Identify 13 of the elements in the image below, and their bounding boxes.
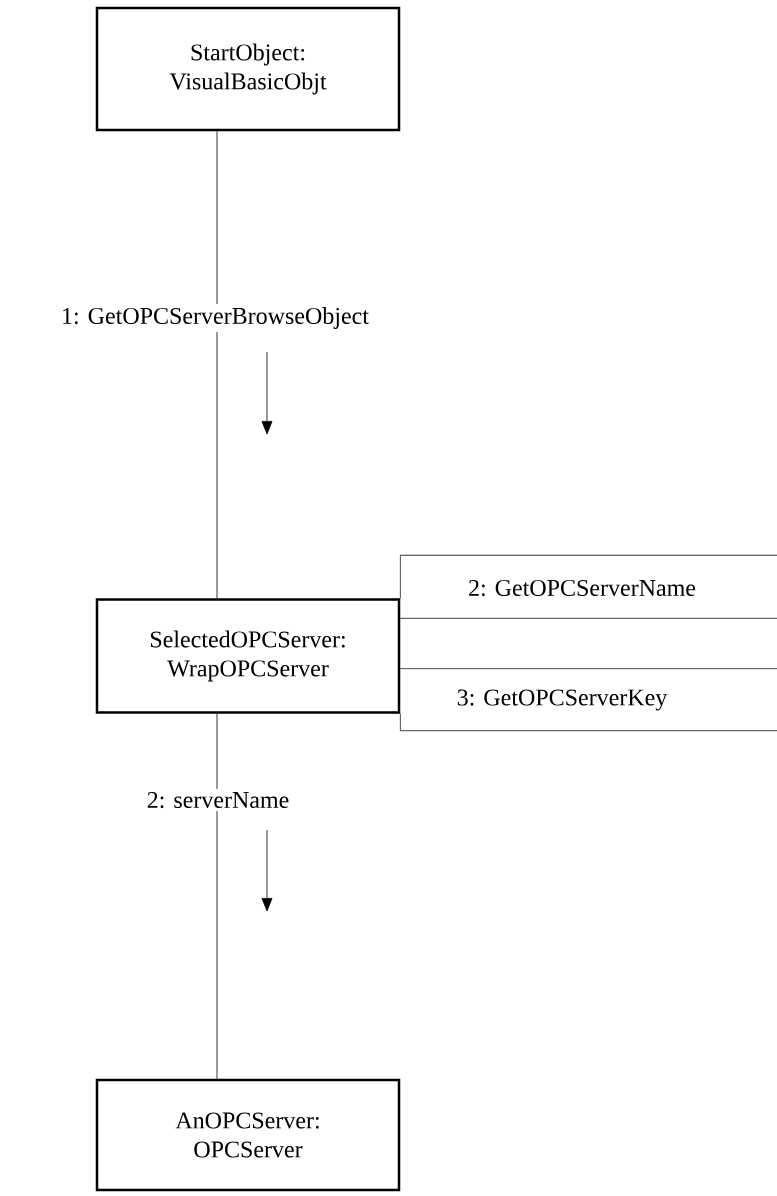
connector-line [399,554,777,599]
connector-line [399,617,777,619]
object-box: SelectedOPCServer: WrapOPCServer [95,598,401,714]
connector-line [399,713,777,732]
edge-label: 3: GetOPCServerKey [453,686,671,714]
edge-label: 1: GetOPCServerBrowseObject [58,304,372,332]
edge-label: 2: GetOPCServerName [465,576,699,600]
edge-label: 2: serverName [143,788,293,812]
connector-line [216,130,218,599]
connector-line [216,713,218,1080]
object-box: AnOPCServer: OPCServer [95,1078,401,1192]
object-box: StartObject: VisualBasicObjt [95,6,401,132]
connector-line [399,668,777,670]
